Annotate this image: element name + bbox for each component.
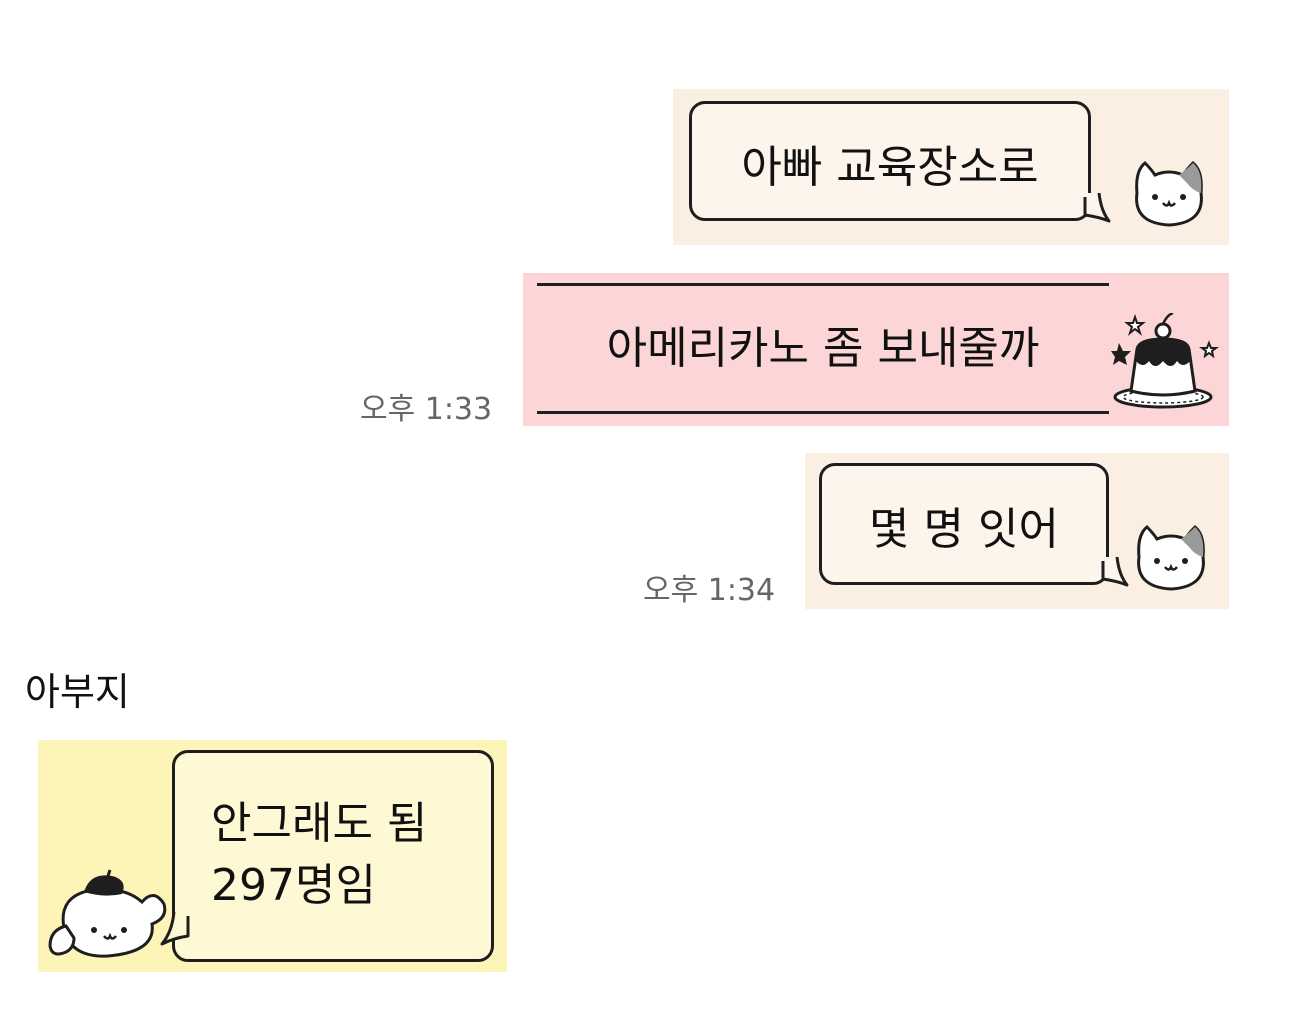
divider-line <box>537 283 1109 286</box>
pudding-icon <box>1111 313 1219 409</box>
sent-message-1[interactable]: 아빠 교육장소로 <box>673 89 1229 245</box>
sender-name: 아부지 <box>25 670 130 714</box>
message-bubble: 안그래도 됨 297명임 <box>172 750 494 962</box>
message-text: 아메리카노 좀 보내줄까 <box>606 323 1040 374</box>
message-text: 안그래도 됨 297명임 <box>211 793 427 917</box>
sent-message-2[interactable]: 아메리카노 좀 보내줄까 <box>523 273 1229 426</box>
sent-message-3[interactable]: 몇 명 잇어 <box>805 453 1229 609</box>
pompompurin-icon <box>48 869 167 958</box>
timestamp: 오후 1:34 <box>643 573 776 608</box>
timestamp: 오후 1:33 <box>360 392 493 427</box>
message-line-1: 안그래도 됨 <box>211 798 428 849</box>
cat-face-icon <box>1135 160 1203 227</box>
message-bubble: 아빠 교육장소로 <box>689 101 1091 221</box>
message-text: 몇 명 잇어 <box>869 504 1059 555</box>
bubble-tail-icon <box>1101 557 1129 587</box>
message-line-2: 297명임 <box>211 860 376 911</box>
bubble-tail-icon <box>160 912 190 946</box>
divider-line <box>537 411 1109 414</box>
received-message[interactable]: 안그래도 됨 297명임 <box>38 740 507 972</box>
message-bubble: 몇 명 잇어 <box>819 463 1109 585</box>
cat-face-icon <box>1137 524 1205 591</box>
message-text: 아빠 교육장소로 <box>741 142 1039 193</box>
bubble-tail-icon <box>1083 193 1111 223</box>
